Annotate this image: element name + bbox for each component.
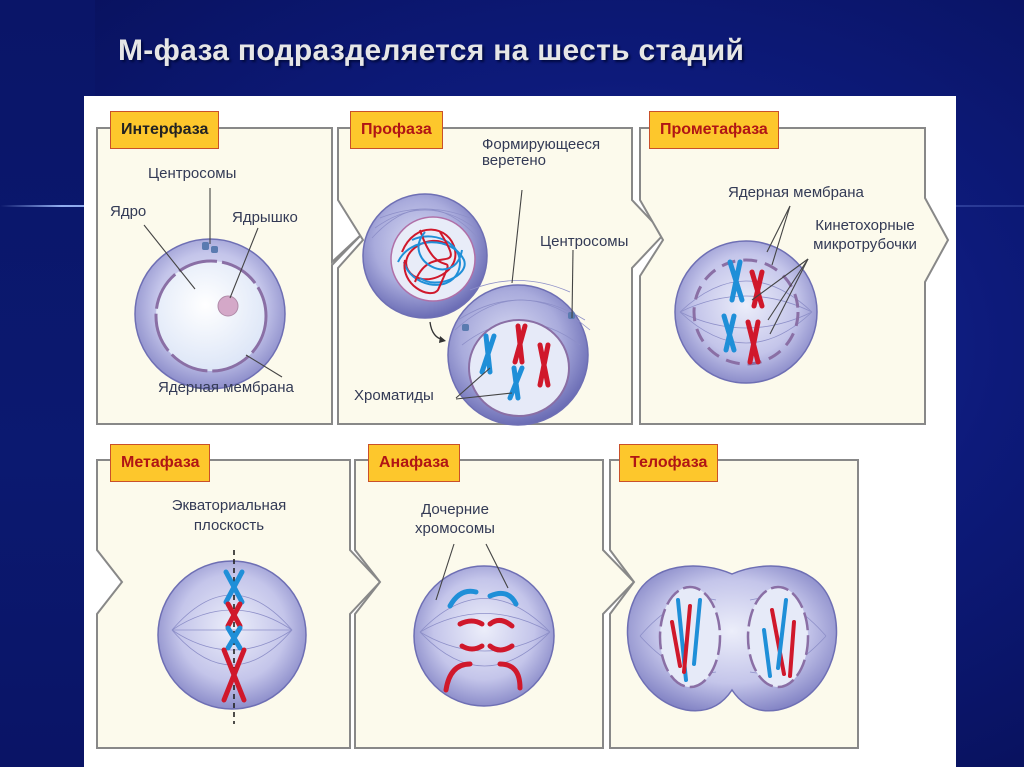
label-forming-spindle-1: Формирующееся xyxy=(482,136,601,153)
stage-label-anaphase: Анафаза xyxy=(368,444,460,482)
prometaphase-cell xyxy=(674,240,818,384)
stage-label-prophase: Профаза xyxy=(350,111,443,149)
interphase-leaders xyxy=(143,188,283,378)
diagram-panel: Интерфаза Профаза Прометафаза Метафаза А… xyxy=(84,96,956,767)
anaphase-leaders xyxy=(435,543,509,601)
label-nuclear-membrane-interphase: Ядерная мембрана xyxy=(158,379,294,396)
slide-title: М-фаза подразделяется на шесть стадий xyxy=(118,34,745,67)
label-kinetochore-2: микротрубочки xyxy=(813,236,917,253)
label-chromatids: Хроматиды xyxy=(354,387,434,404)
label-forming-spindle-2: веретено xyxy=(482,152,546,169)
interphase-cell xyxy=(134,238,286,390)
prophase-cell-1 xyxy=(362,193,488,319)
stage-label-prometaphase: Прометафаза xyxy=(649,111,779,149)
prometaphase-leaders xyxy=(751,205,809,335)
label-daughter-2: хромосомы xyxy=(415,520,495,537)
telophase-cell xyxy=(626,565,838,712)
stage-label-telophase: Телофаза xyxy=(619,444,719,482)
slide-left-band xyxy=(0,0,95,767)
label-equatorial-1: Экваториальная xyxy=(171,497,287,514)
label-nucleus: Ядро xyxy=(110,203,147,220)
anaphase-cell xyxy=(413,565,555,707)
prophase-leaders xyxy=(455,189,574,400)
label-centrosomes-prophase: Центросомы xyxy=(540,233,629,250)
label-kinetochore-1: Кинетохорные xyxy=(815,217,915,234)
stage-label-interphase: Интерфаза xyxy=(110,111,220,149)
label-nuclear-membrane-prometaphase: Ядерная мембрана xyxy=(728,184,864,201)
diagram-svg xyxy=(96,127,950,749)
label-equatorial-2: плоскость xyxy=(193,517,265,534)
label-daughter-1: Дочерние xyxy=(421,501,489,518)
label-centrosomes-interphase: Центросомы xyxy=(148,165,237,182)
metaphase-cell xyxy=(157,550,307,724)
label-nucleolus: Ядрышко xyxy=(232,209,298,226)
prophase-cell-2 xyxy=(447,280,591,426)
stage-label-metaphase: Метафаза xyxy=(110,444,211,482)
